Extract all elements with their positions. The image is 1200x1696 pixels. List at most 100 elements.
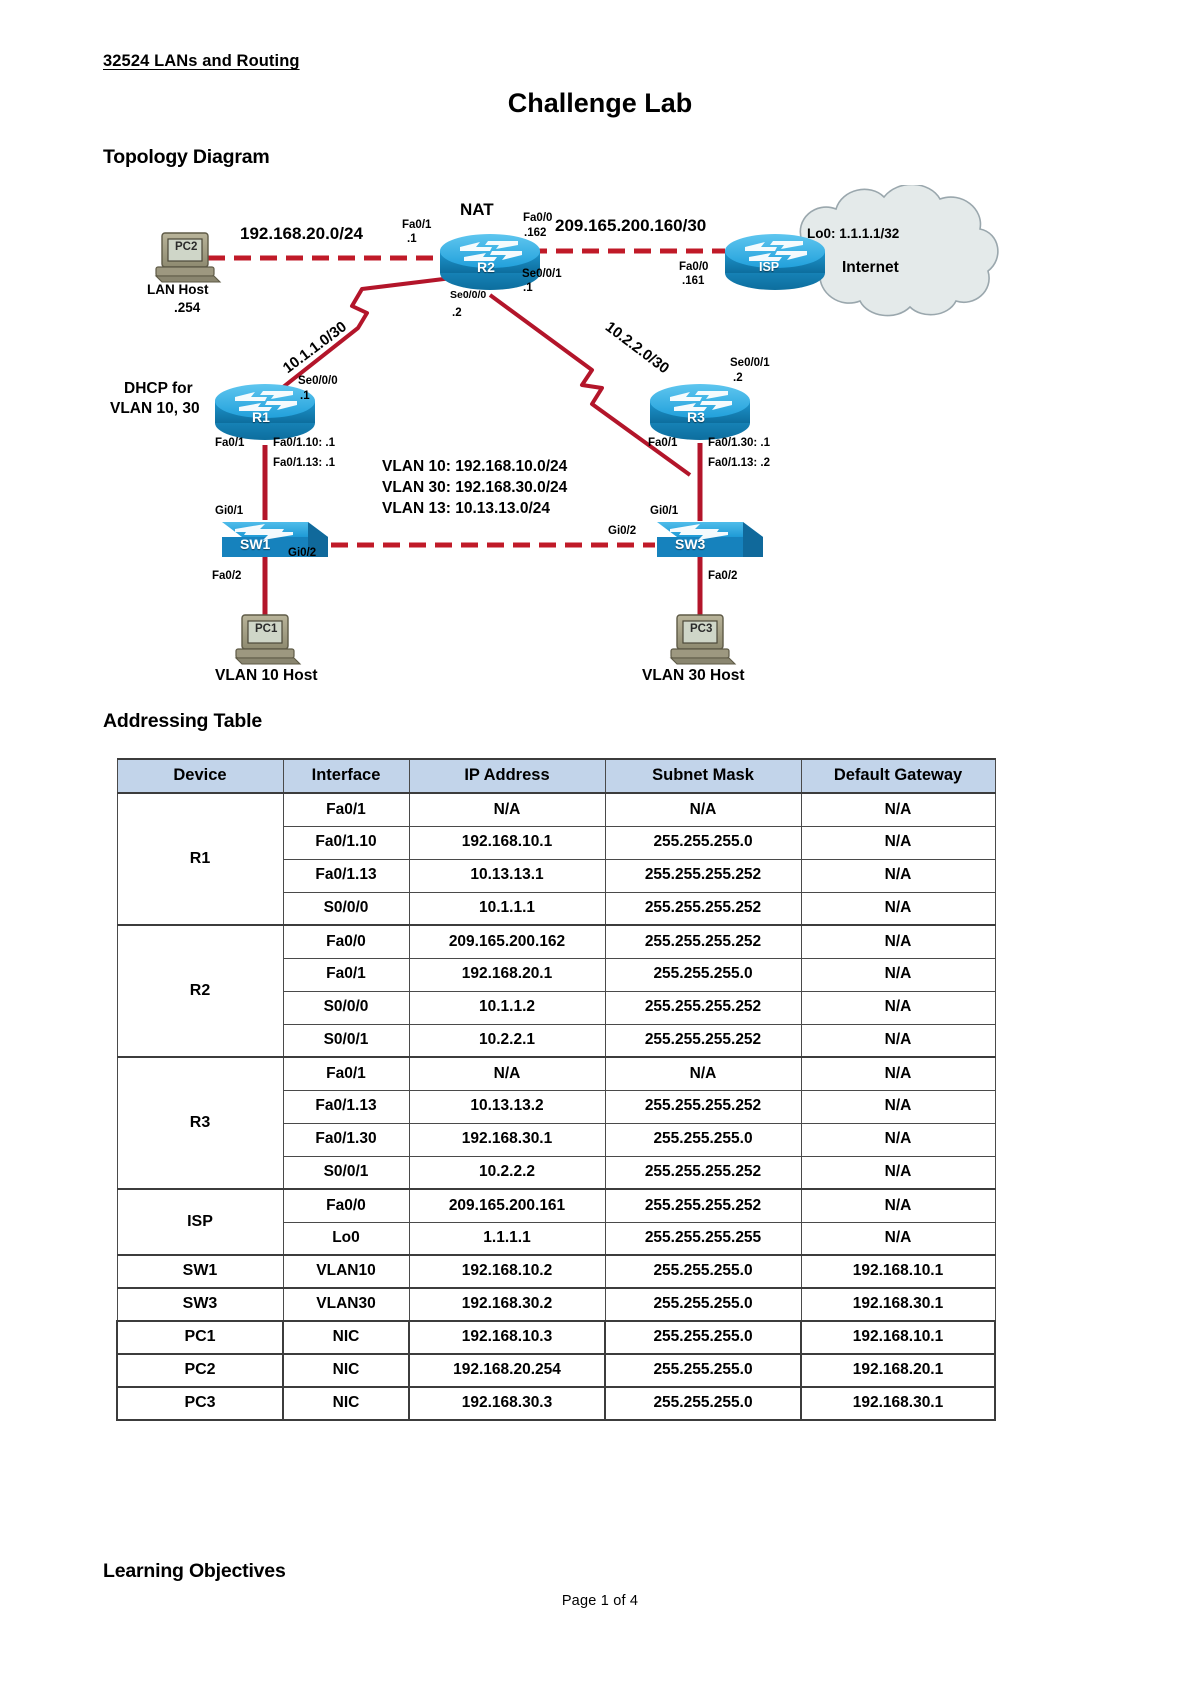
pc1-label: PC1 — [255, 623, 278, 635]
cell-default-gateway: N/A — [800, 957, 996, 992]
iface-sw1-fa02: Fa0/2 — [212, 570, 242, 582]
cell-interface: Fa0/1 — [282, 957, 410, 992]
pc3-icon — [669, 614, 737, 665]
cell-ip-address: 192.168.20.1 — [408, 957, 606, 992]
cell-subnet-mask: 255.255.255.252 — [604, 891, 802, 926]
cell-interface: NIC — [282, 1386, 410, 1421]
vlan30-host-label: VLAN 30 Host — [642, 667, 745, 684]
iface-r1-fa01: Fa0/1 — [215, 437, 245, 449]
router-r3-icon — [650, 384, 750, 440]
internet-label: Internet — [842, 259, 899, 276]
section-heading-topology: Topology Diagram — [103, 146, 270, 168]
cell-ip-address: 209.165.200.162 — [408, 924, 606, 959]
cell-interface: NIC — [282, 1320, 410, 1355]
switch-sw1-icon — [222, 522, 328, 557]
cell-interface: VLAN10 — [282, 1254, 410, 1289]
cell-subnet-mask: 255.255.255.255 — [604, 1221, 802, 1256]
iface-r1-se000: Se0/0/0 — [298, 375, 338, 387]
topology-canvas — [154, 185, 999, 665]
table-header-row: Device Interface IP Address Subnet Mask … — [116, 758, 996, 794]
iface-r3-fa01: Fa0/1 — [648, 437, 678, 449]
cell-subnet-mask: 255.255.255.252 — [604, 858, 802, 893]
cell-subnet-mask: 255.255.255.0 — [604, 1320, 802, 1355]
cell-ip-address: 192.168.10.1 — [408, 825, 606, 860]
iface-r2-fa01: Fa0/1 — [402, 219, 432, 231]
cell-subnet-mask: 255.255.255.0 — [604, 1353, 802, 1388]
cell-default-gateway: N/A — [800, 858, 996, 893]
col-header-subnet-mask: Subnet Mask — [604, 758, 802, 794]
lan-host-ip-label: .254 — [174, 300, 201, 315]
vlan13-subnet-label: VLAN 13: 10.13.13.0/24 — [382, 500, 551, 517]
cell-interface: Fa0/1.13 — [282, 858, 410, 893]
cell-ip-address: 10.1.1.1 — [408, 891, 606, 926]
cell-interface: Lo0 — [282, 1221, 410, 1256]
col-header-device: Device — [116, 758, 284, 794]
cell-interface: Fa0/0 — [282, 1188, 410, 1223]
iface-sw1-gi02: Gi0/2 — [288, 547, 317, 559]
cell-default-gateway: 192.168.10.1 — [800, 1320, 996, 1355]
cell-default-gateway: 192.168.20.1 — [800, 1353, 996, 1388]
cell-default-gateway: 192.168.10.1 — [800, 1254, 996, 1289]
internet-cloud — [798, 185, 999, 317]
cell-ip-address: 10.2.2.1 — [408, 1023, 606, 1058]
net-192-168-20-label: 192.168.20.0/24 — [240, 224, 363, 243]
cell-default-gateway: 192.168.30.1 — [800, 1386, 996, 1421]
iface-r1-sub13: Fa0/1.13: .1 — [273, 457, 336, 469]
r3-label: R3 — [687, 409, 705, 425]
cell-subnet-mask: 255.255.255.0 — [604, 1287, 802, 1322]
sw1-label: SW1 — [240, 536, 271, 552]
cell-interface: S0/0/0 — [282, 891, 410, 926]
page-footer: Page 1 of 4 — [561, 1593, 639, 1609]
router-r1-icon — [215, 384, 315, 440]
cell-device: PC1 — [116, 1320, 284, 1355]
dhcp-label-line2: VLAN 10, 30 — [110, 400, 200, 417]
isp-label: ISP — [759, 260, 780, 274]
cell-subnet-mask: 255.255.255.252 — [604, 990, 802, 1025]
iface-r3-sub30: Fa0/1.30: .1 — [708, 437, 771, 449]
cell-device: R3 — [116, 1056, 284, 1190]
cell-ip-address: 192.168.30.3 — [408, 1386, 606, 1421]
page-title: Challenge Lab — [507, 88, 693, 118]
iface-r3-sub13: Fa0/1.13: .2 — [708, 457, 771, 469]
addressing-table: Device Interface IP Address Subnet Mask … — [116, 758, 996, 1421]
cell-default-gateway: N/A — [800, 1089, 996, 1124]
cell-subnet-mask: N/A — [604, 792, 802, 827]
cell-ip-address: 192.168.30.1 — [408, 1122, 606, 1157]
col-header-ip-address: IP Address — [408, 758, 606, 794]
cell-device: PC2 — [116, 1353, 284, 1388]
cell-ip-address: 192.168.30.2 — [408, 1287, 606, 1322]
iface-r2-se001: Se0/0/1 — [522, 268, 562, 280]
topology-diagram: PC2 PC1 PC3 R1 R2 R3 ISP SW1 SW3 NAT LAN… — [110, 185, 1030, 695]
cell-device: SW1 — [116, 1254, 284, 1289]
iface-r2-fa01-ip: .1 — [407, 233, 417, 245]
cell-default-gateway: N/A — [800, 1056, 996, 1091]
router-isp-icon — [725, 234, 825, 290]
cell-subnet-mask: 255.255.255.0 — [604, 1386, 802, 1421]
pc2-icon — [154, 232, 222, 283]
net-209-165-200-160-label: 209.165.200.160/30 — [555, 216, 707, 235]
cell-subnet-mask: 255.255.255.252 — [604, 1023, 802, 1058]
cell-ip-address: 10.13.13.2 — [408, 1089, 606, 1124]
cell-ip-address: N/A — [408, 792, 606, 827]
cell-interface: Fa0/1 — [282, 1056, 410, 1091]
iface-r3-se001-ip: .2 — [733, 372, 743, 384]
cell-interface: S0/0/0 — [282, 990, 410, 1025]
cell-default-gateway: 192.168.30.1 — [800, 1287, 996, 1322]
pc1-icon — [234, 614, 302, 665]
cell-device: R2 — [116, 924, 284, 1058]
cell-interface: NIC — [282, 1353, 410, 1388]
r2-label: R2 — [477, 259, 495, 275]
cell-ip-address: 192.168.20.254 — [408, 1353, 606, 1388]
cell-default-gateway: N/A — [800, 1023, 996, 1058]
cell-ip-address: 10.2.2.2 — [408, 1155, 606, 1190]
nat-label: NAT — [460, 200, 494, 219]
